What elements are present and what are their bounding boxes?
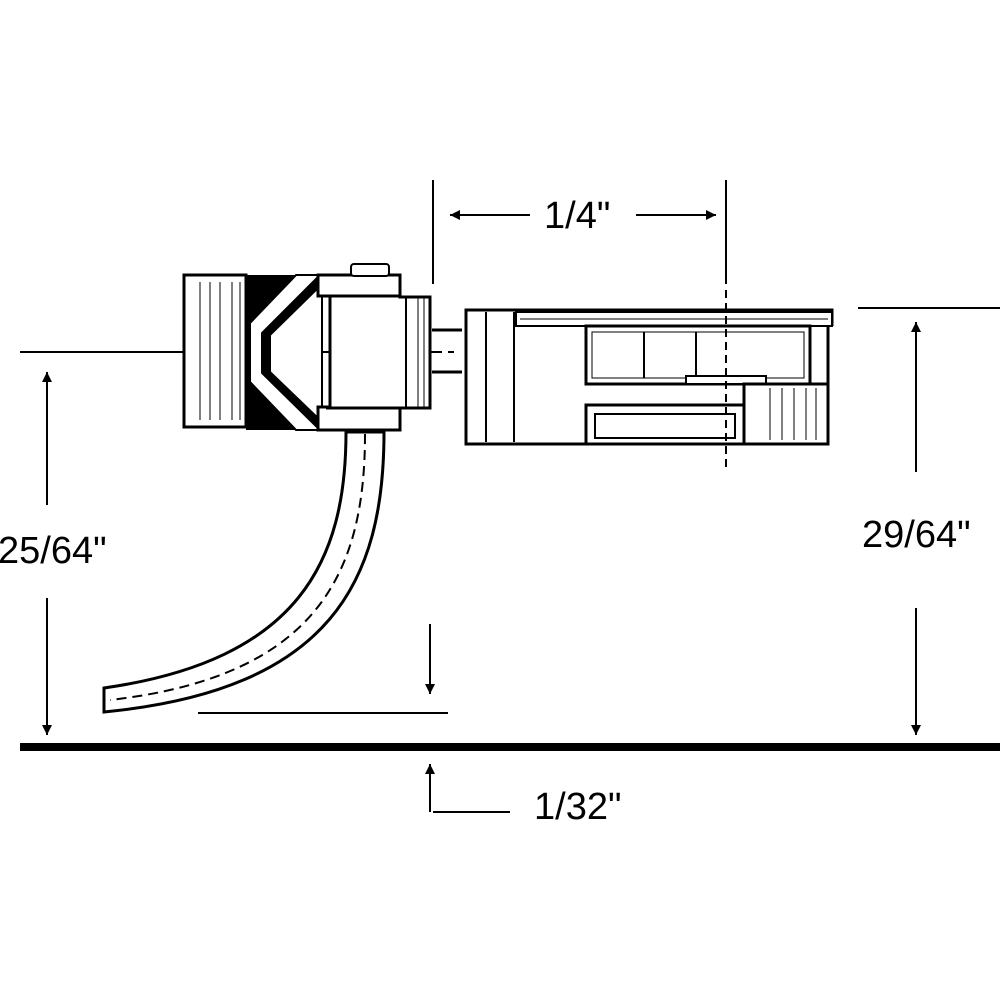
dimension-label-coupler-height: 25/64" (0, 530, 107, 572)
dimension-label-mount-height: 29/64" (862, 514, 971, 556)
dimension-arrows (42, 210, 921, 812)
trip-pin (102, 430, 386, 714)
coupler-jaw (246, 274, 323, 431)
dimension-label-horizontal-offset: 1/4" (544, 195, 611, 237)
dimension-label-trip-pin-clearance: 1/32" (534, 786, 622, 828)
coupler-shank (316, 263, 462, 432)
extension-lines (198, 180, 1000, 813)
coupler-knuckle (182, 273, 248, 429)
draft-gear-box (464, 308, 834, 446)
